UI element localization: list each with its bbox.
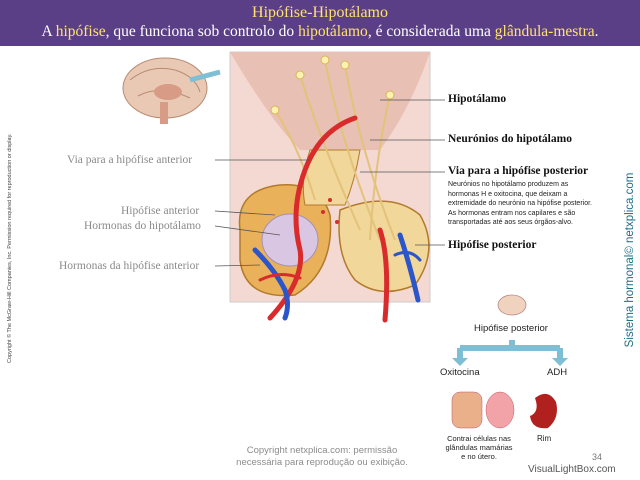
hypothalamus-tissue <box>230 52 430 150</box>
target-line: e no útero. <box>461 452 497 461</box>
watermark: VisualLightBox.com <box>528 464 616 475</box>
target-line: Contrai células nas <box>447 434 511 443</box>
anterior-cells <box>261 213 319 267</box>
blood-vessels <box>252 115 422 323</box>
hypothalamic-neurons <box>274 59 396 241</box>
neuron-bodies <box>270 55 395 115</box>
label-via-posterior: Via para a hipófise posterior <box>448 165 589 177</box>
flow-right-label: ADH <box>547 367 568 378</box>
desc-line: As hormonas entram nos capilares e são <box>448 209 576 217</box>
hormone-dots <box>321 198 339 224</box>
flow-right-target: Rim <box>537 434 552 443</box>
subtitle-text-1: A <box>41 23 56 40</box>
label-hipofise-posterior: Hipófise posterior <box>448 239 537 251</box>
footer-line-2: necessária para reprodução ou exibição. <box>236 457 408 468</box>
brain-thumbnail <box>122 57 221 124</box>
flow-top-label: Hipófise posterior <box>474 323 548 334</box>
subtitle-glandula-mestra: glândula-mestra <box>494 23 595 40</box>
label-hipofise-anterior: Hipófise anterior <box>121 205 200 217</box>
desc-line: Neurónios no hipotálamo produzem as <box>448 181 569 188</box>
target-line: glândulas mamárias <box>445 443 513 452</box>
label-neuronios: Neurónios do hipotálamo <box>448 133 572 145</box>
subtitle-text-4: . <box>594 23 599 40</box>
desc-line: hormonas H e oxitocina, que deixam a <box>448 190 568 198</box>
label-via-anterior: Via para a hipófise anterior <box>67 154 193 166</box>
subtitle-text-2: , que funciona sob controlo do <box>105 23 299 40</box>
flow-diagram <box>451 294 568 429</box>
subtitle-hipofise: hipófise <box>55 23 106 40</box>
desc-line: extremidade do neurónio na hipófise post… <box>448 200 592 207</box>
label-hormonas-hipotalamo: Hormonas do hipotálamo <box>84 220 201 232</box>
footer-copyright: Copyright netxplica.com: permissão neces… <box>222 445 422 469</box>
slide-subtitle: A hipófise, que funciona sob controlo do… <box>0 23 640 41</box>
flow-left-target: Contrai células nas glândulas mamárias e… <box>434 434 524 461</box>
flow-left-label: Oxitocina <box>440 367 480 378</box>
subtitle-text-3: , é considerada uma <box>367 23 495 40</box>
subtitle-hipotalamo: hipotálamo <box>298 23 368 40</box>
title-bar: Hipófise-Hipotálamo A hipófise, que func… <box>0 0 640 46</box>
leader-lines <box>214 99 445 267</box>
desc-line: transportadas até aos seus órgãos-alvo. <box>448 219 573 226</box>
page-number: 34 <box>592 452 603 462</box>
footer-line-1: Copyright netxplica.com: permissão <box>246 445 398 456</box>
via-posterior-description: Neurónios no hipotálamo produzem as horm… <box>448 180 592 228</box>
label-hipotalamo: Hipotálamo <box>448 93 507 105</box>
slide-title: Hipófise-Hipotálamo <box>252 4 388 21</box>
label-hormonas-hipofise-anterior: Hormonas da hipófise anterior <box>59 260 200 272</box>
